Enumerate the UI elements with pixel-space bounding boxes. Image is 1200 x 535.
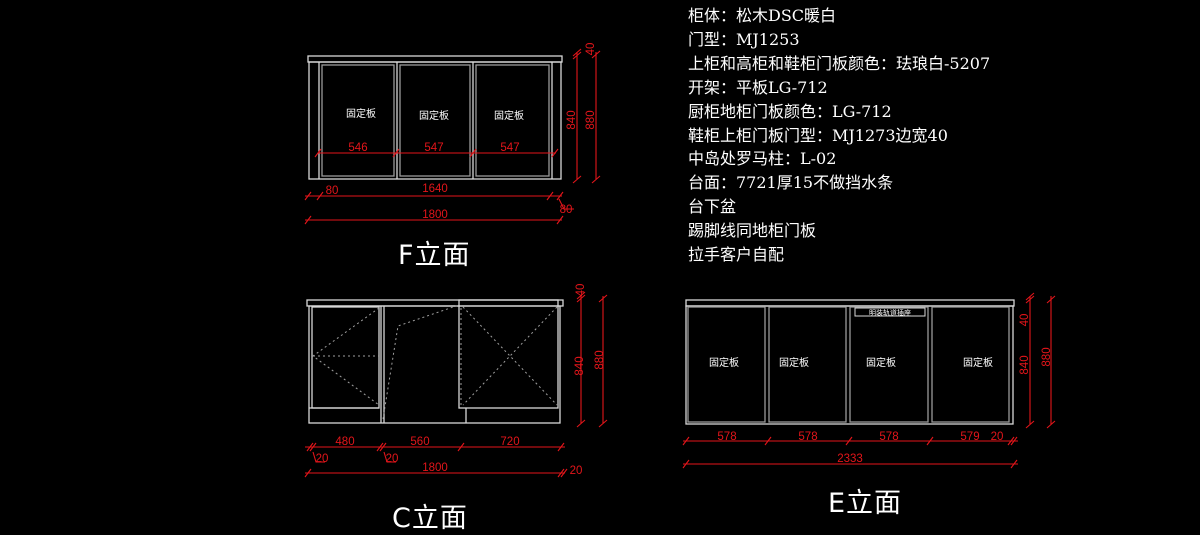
e-panel-labels: 固定板 固定板 固定板 固定板 明装轨道插座	[709, 308, 993, 369]
cabinet-body	[685, 305, 1014, 425]
door-left	[311, 306, 380, 409]
dim-body-height: 840	[566, 110, 578, 129]
title-c-elevation: C立面	[392, 503, 468, 534]
door-right	[458, 299, 559, 409]
c-dimension-values: 480 560 720 20 20 20 1800 40 840 880	[316, 284, 606, 477]
note-line: 中岛处罗马柱：L-02	[688, 149, 837, 169]
note-line: 拉手客户自配	[688, 245, 785, 265]
countertop	[306, 299, 564, 307]
dim-door-width: 547	[424, 142, 443, 154]
dim-door-width: 578	[717, 431, 736, 443]
door-panel	[475, 64, 550, 177]
f-dimension-values: 546 547 547 80 1640 80 1800 840 40 880	[326, 43, 597, 221]
countertop	[307, 55, 563, 63]
door-panel	[687, 306, 766, 423]
door-panel	[768, 306, 847, 423]
cabinet-body	[308, 305, 561, 424]
dim-total-width: 1800	[422, 209, 448, 221]
dim-body-height: 840	[574, 356, 586, 375]
note-line: 柜体：松木DSC暖白	[688, 6, 837, 25]
dim-total-width: 1800	[422, 462, 448, 474]
dim-gap: 20	[316, 453, 329, 465]
elevation-e	[685, 299, 1015, 425]
dim-total-width: 2333	[837, 453, 863, 465]
note-line: 上柜和高柜和鞋柜门板颜色：珐琅白-5207	[688, 53, 991, 73]
c-dimension-lines	[304, 291, 608, 478]
dim-end-gap: 20	[991, 431, 1004, 443]
note-line: 台面：7721厚15不做挡水条	[688, 173, 894, 193]
cabinet-body	[308, 61, 562, 180]
dim-top-thickness: 40	[575, 284, 587, 297]
dim-door-width: 547	[500, 142, 519, 154]
door-panel	[849, 306, 929, 423]
panel-label: 固定板	[866, 356, 896, 369]
dim-door-width: 578	[879, 431, 898, 443]
f-dimension-lines	[304, 48, 601, 225]
panel-label: 固定板	[709, 356, 739, 369]
dim-door-width: 579	[960, 431, 979, 443]
panel-label: 固定板	[779, 356, 809, 369]
dim-door-width: 578	[798, 431, 817, 443]
note-line: 台下盆	[688, 197, 737, 217]
dim-door-width: 546	[348, 142, 367, 154]
note-line: 踢脚线同地柜门板	[688, 221, 817, 241]
e-dimension-lines	[682, 292, 1056, 469]
panel-label: 固定板	[419, 109, 449, 122]
door-panel	[321, 64, 395, 177]
dim-total-height: 880	[594, 350, 606, 369]
title-e-elevation: E立面	[828, 488, 903, 519]
dim-side-right: 80	[560, 204, 573, 216]
dim-gap: 20	[570, 465, 583, 477]
elevation-f	[307, 55, 563, 180]
note-line: 厨柜地柜门板颜色：LG-712	[688, 101, 892, 121]
door-panel	[931, 306, 1010, 423]
dim-width: 480	[335, 436, 354, 448]
panel-label: 固定板	[963, 356, 993, 369]
title-f-elevation: F立面	[398, 240, 471, 271]
note-line: 门型：MJ1253	[688, 29, 800, 49]
material-notes: 柜体：松木DSC暖白 门型：MJ1253 上柜和高柜和鞋柜门板颜色：珐琅白-52…	[688, 4, 990, 267]
panel-label: 固定板	[494, 109, 524, 122]
dim-inner-width: 1640	[422, 183, 448, 195]
note-line: 开架：平板LG-712	[688, 77, 828, 97]
f-panel-labels: 固定板 固定板 固定板	[346, 107, 524, 122]
dim-width: 560	[410, 436, 429, 448]
dim-total-height: 880	[1041, 347, 1053, 366]
countertop	[685, 299, 1015, 307]
socket-label: 明装轨道插座	[869, 308, 911, 317]
dim-width: 720	[500, 436, 519, 448]
dim-side: 80	[326, 185, 339, 197]
dim-total-height: 880	[585, 110, 597, 129]
note-line: 鞋柜上柜门板门型：MJ1273边宽40	[688, 125, 948, 145]
dim-gap: 20	[386, 453, 399, 465]
dim-top-thickness: 40	[585, 43, 597, 56]
door-panel	[399, 64, 471, 177]
panel-label: 固定板	[346, 107, 376, 120]
elevation-c	[306, 299, 564, 424]
dim-top-thickness: 40	[1019, 314, 1031, 327]
c-hinge-lines	[312, 304, 558, 420]
socket-box	[854, 307, 926, 317]
dim-body-height: 840	[1019, 355, 1031, 374]
e-dimension-values: 578 578 578 579 20 2333 40 840 880	[717, 314, 1053, 465]
